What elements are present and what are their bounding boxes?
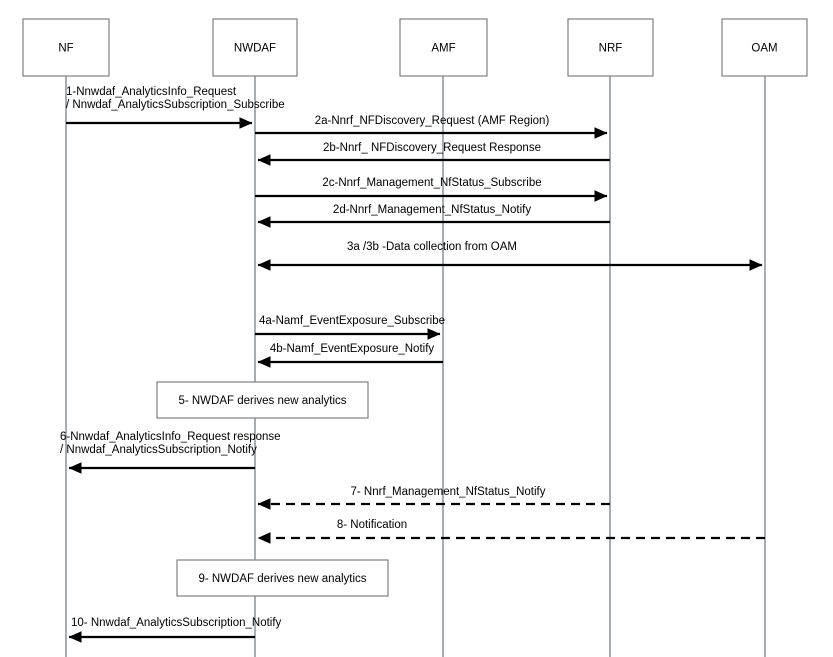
message-m8[interactable]: 8- Notification bbox=[257, 519, 765, 544]
actor-box-oam[interactable] bbox=[721, 18, 808, 77]
message-label-m8-line1: 8- Notification bbox=[337, 519, 407, 531]
message-m2b[interactable]: 2b-Nnrf_ NFDiscovery_Request Response bbox=[257, 142, 610, 166]
actor-label-oam: OAM bbox=[751, 43, 777, 55]
message-label-m2b-line1: 2b-Nnrf_ NFDiscovery_Request Response bbox=[323, 142, 541, 154]
lifeline-nf[interactable]: NF bbox=[22, 18, 110, 657]
note-box-note5[interactable] bbox=[156, 381, 369, 419]
message-label-m1-line2: / Nnwdaf_AnalyticsSubscription_Subscribe bbox=[66, 99, 285, 111]
message-label-m2d-line1: 2d-Nnrf_Management_NfStatus_Notify bbox=[333, 204, 531, 216]
note-box-note9[interactable] bbox=[176, 559, 389, 597]
actor-label-nrf: NRF bbox=[599, 43, 623, 55]
note-label-note5: 5- NWDAF derives new analytics bbox=[178, 395, 346, 407]
message-label-m6-line1: 6-Nnwdaf_AnalyticsInfo_Request response bbox=[60, 431, 281, 443]
message-m2c[interactable]: 2c-Nnrf_Management_NfStatus_Subscribe bbox=[255, 177, 608, 202]
message-label-m10-line1: 10- Nnwdaf_AnalyticsSubscription_Notify bbox=[71, 617, 282, 629]
message-m6[interactable]: 6-Nnwdaf_AnalyticsInfo_Request response/… bbox=[60, 431, 281, 474]
actor-label-nf: NF bbox=[58, 43, 73, 55]
note-note5[interactable]: 5- NWDAF derives new analytics bbox=[156, 381, 369, 419]
message-m1[interactable]: 1-Nnwdaf_AnalyticsInfo_Request/ Nnwdaf_A… bbox=[66, 86, 285, 129]
message-m3[interactable]: 3a /3b -Data collection from OAM bbox=[257, 241, 763, 271]
message-m10[interactable]: 10- Nnwdaf_AnalyticsSubscription_Notify bbox=[68, 617, 282, 643]
lifeline-amf[interactable]: AMF bbox=[399, 18, 488, 657]
actor-box-amf[interactable] bbox=[399, 18, 488, 77]
message-label-m7-line1: 7- Nnrf_Management_NfStatus_Notify bbox=[351, 486, 546, 498]
lifeline-nwdaf[interactable]: NWDAF bbox=[212, 18, 298, 657]
note-note9[interactable]: 9- NWDAF derives new analytics bbox=[176, 559, 389, 597]
message-m4a[interactable]: 4a-Namf_EventExposure_Subscribe bbox=[255, 315, 445, 340]
message-label-m2c-line1: 2c-Nnrf_Management_NfStatus_Subscribe bbox=[322, 177, 541, 189]
message-label-m4a-line1: 4a-Namf_EventExposure_Subscribe bbox=[259, 315, 445, 327]
message-m2a[interactable]: 2a-Nnrf_NFDiscovery_Request (AMF Region) bbox=[255, 115, 608, 139]
actor-label-amf: AMF bbox=[431, 43, 455, 55]
actor-box-nrf[interactable] bbox=[567, 18, 654, 77]
message-label-m4b-line1: 4b-Namf_EventExposure_Notify bbox=[270, 343, 435, 355]
message-label-m3-line1: 3a /3b -Data collection from OAM bbox=[347, 241, 517, 253]
actor-label-nwdaf: NWDAF bbox=[234, 43, 276, 55]
note-label-note9: 9- NWDAF derives new analytics bbox=[198, 573, 366, 585]
message-m2d[interactable]: 2d-Nnrf_Management_NfStatus_Notify bbox=[257, 204, 610, 228]
lifeline-oam[interactable]: OAM bbox=[721, 18, 808, 657]
notes-layer: 5- NWDAF derives new analytics 9- NWDAF d… bbox=[156, 381, 389, 597]
messages-layer: 1-Nnwdaf_AnalyticsInfo_Request/ Nnwdaf_A… bbox=[60, 86, 765, 643]
message-m4b[interactable]: 4b-Namf_EventExposure_Notify bbox=[257, 343, 443, 368]
message-label-m1-line1: 1-Nnwdaf_AnalyticsInfo_Request bbox=[66, 86, 237, 98]
message-label-m6-line2: / Nnwdaf_AnalyticsSubscription_Notify bbox=[60, 444, 257, 456]
message-m7[interactable]: 7- Nnrf_Management_NfStatus_Notify bbox=[257, 486, 610, 510]
message-label-m2a-line1: 2a-Nnrf_NFDiscovery_Request (AMF Region) bbox=[315, 115, 550, 127]
lifeline-nrf[interactable]: NRF bbox=[567, 18, 654, 657]
lifelines-layer: NF NWDAF AMF NRF OAM bbox=[22, 18, 808, 657]
actor-box-nwdaf[interactable] bbox=[212, 18, 298, 77]
actor-box-nf[interactable] bbox=[22, 18, 110, 77]
